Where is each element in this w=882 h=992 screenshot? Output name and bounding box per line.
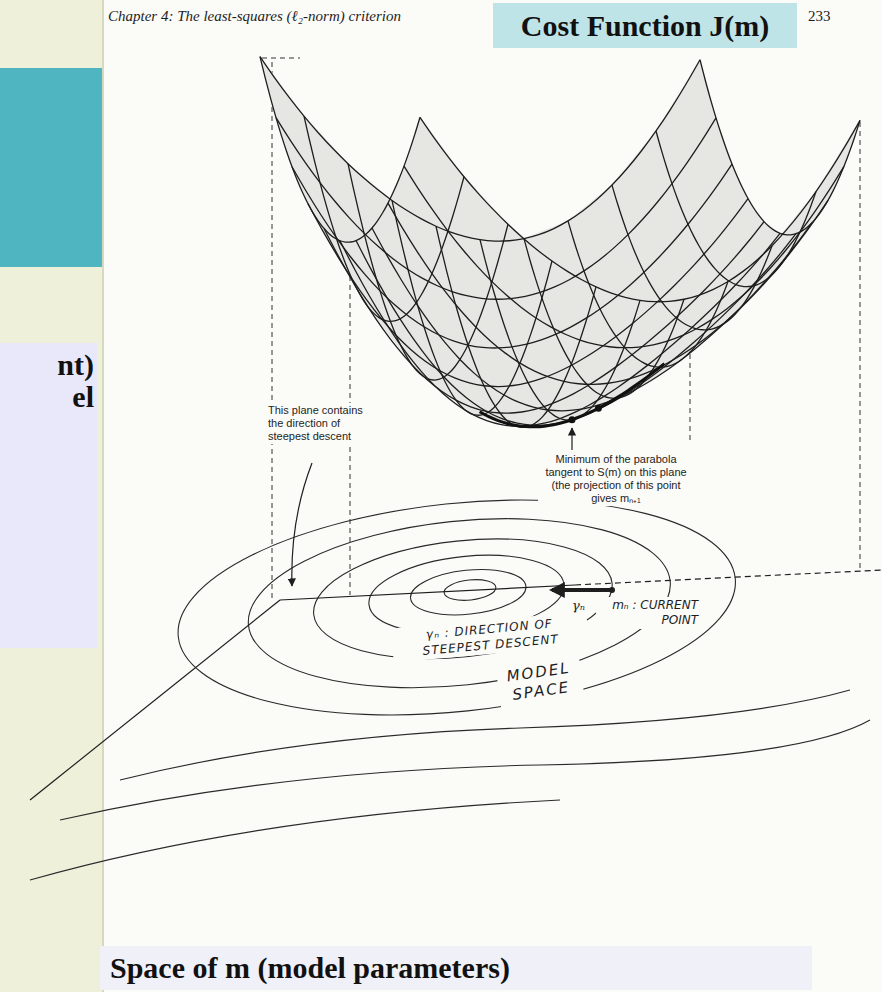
point-label: mₙ : CURRENT POINT <box>596 597 700 629</box>
projection-line <box>262 58 300 59</box>
contour <box>167 475 746 740</box>
box-text: Cost Function J(m) <box>507 7 783 44</box>
contour <box>308 525 618 672</box>
cost-surface <box>260 57 860 428</box>
slide-panel <box>0 68 102 267</box>
projection-line <box>860 122 861 570</box>
parabola-point <box>595 405 602 412</box>
surface-grid-line <box>372 223 812 411</box>
tangent-parabola <box>480 364 665 427</box>
annotation: Minimum of the parabola tangent to S(m) … <box>538 452 694 506</box>
margin-strip <box>0 0 102 992</box>
current-point <box>609 587 615 593</box>
box-text: nt) <box>4 349 94 381</box>
page-edge <box>102 0 104 992</box>
surface-grid-line <box>324 222 764 414</box>
surface-grid-line <box>436 226 596 427</box>
contour <box>60 720 870 820</box>
descent-arrow <box>552 588 612 592</box>
parabola-point <box>569 416 576 423</box>
surface-cell <box>260 57 320 183</box>
projection-line <box>272 62 273 600</box>
vertical-plane <box>262 58 860 600</box>
surface-grid-line <box>656 131 816 287</box>
plane-edge <box>280 585 575 600</box>
surface-grid-line <box>260 57 420 243</box>
box-text: el <box>4 381 94 413</box>
surface-grid-line <box>340 233 780 426</box>
page-header: Chapter 4: The least-squares (ℓ₂-norm) c… <box>106 7 403 26</box>
slide-text-panel: nt)el <box>0 343 97 648</box>
surface-grid-line <box>404 166 844 348</box>
contour <box>30 800 560 880</box>
surface-grid-line <box>260 57 700 242</box>
page-number: 233 <box>806 7 833 26</box>
caption-box: Space of m (model parameters) <box>100 946 812 990</box>
annotation: This plane contains the direction of ste… <box>266 403 374 444</box>
model-plane <box>30 570 882 800</box>
surface-grid-line <box>612 185 772 330</box>
surface-grid-line <box>420 117 860 302</box>
surface-grid-line <box>276 118 716 300</box>
leader-arrow <box>571 428 572 450</box>
surface-grid-line <box>700 60 860 235</box>
surface-grid-line <box>292 164 732 348</box>
plane-edge <box>575 570 882 585</box>
heading-box: Cost Function J(m) <box>493 3 797 48</box>
leader-arrow <box>292 463 312 586</box>
box-text: Space of m (model parameters) <box>110 950 802 986</box>
contour-lines <box>30 475 870 880</box>
surface-grid-line <box>356 234 796 426</box>
